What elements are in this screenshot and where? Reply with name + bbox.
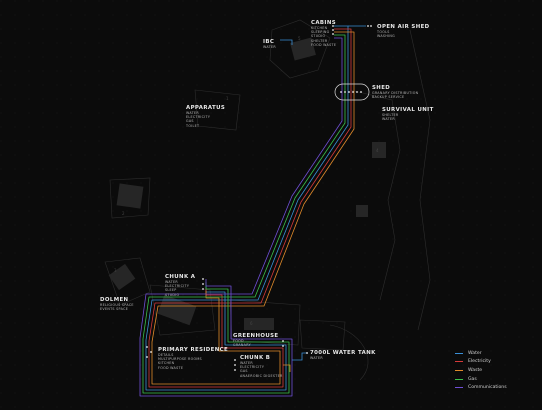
svg-text:2: 2 bbox=[122, 211, 125, 216]
svg-text:3: 3 bbox=[114, 268, 117, 273]
label-open-air-shed: OPEN AIR SHED TOOLS WASHING bbox=[377, 24, 430, 38]
open-air-shed-item: WASHING bbox=[377, 34, 395, 39]
waste-line bbox=[151, 31, 355, 385]
apparatus-item: ELECTRICITY bbox=[186, 115, 211, 120]
apparatus-title: APPARATUS bbox=[186, 105, 226, 111]
shed-title: SHED bbox=[372, 85, 391, 91]
chunk-a-item: STUDIO bbox=[165, 292, 180, 297]
chunk-a-item: WATER bbox=[165, 280, 178, 284]
legend-label: Waste bbox=[468, 367, 483, 373]
primary-residence-item: MULTIPURPOSE ROOMS bbox=[158, 357, 202, 362]
apparatus-item: WATER bbox=[186, 111, 199, 115]
cabins-item: SLEEPING bbox=[311, 30, 330, 35]
cabins-item: SHELTER bbox=[311, 38, 328, 43]
chunk-b-item: GAS bbox=[240, 369, 248, 374]
water-tank-title: 7000L WATER TANK bbox=[310, 350, 376, 356]
primary-residence-item: DETAILS bbox=[158, 353, 174, 357]
legend-label: Gas bbox=[468, 376, 477, 382]
legend-item-electricity: Electricity bbox=[455, 358, 507, 367]
svg-text:4: 4 bbox=[376, 148, 379, 153]
label-dolmen: DOLMEN RELIGIOUS SPACE EVENTS SPACE bbox=[100, 297, 134, 311]
chunk-a-item: SLEEP bbox=[165, 288, 177, 293]
cabins-item: KITCHEN bbox=[311, 26, 328, 30]
legend-swatch bbox=[455, 387, 463, 389]
legend-label: Electricity bbox=[468, 359, 491, 365]
zone-markers: 1 2 3 4 5 6 bbox=[114, 36, 379, 326]
dolmen-title: DOLMEN bbox=[100, 297, 129, 303]
svg-text:6: 6 bbox=[250, 321, 253, 326]
chunk-a-item: ELECTRICITY bbox=[165, 284, 190, 289]
label-chunk-a: CHUNK A WATER ELECTRICITY SLEEP STUDIO bbox=[165, 274, 195, 297]
dolmen-item: EVENTS SPACE bbox=[100, 307, 129, 312]
apparatus-item: GAS bbox=[186, 119, 194, 124]
open-air-shed-title: OPEN AIR SHED bbox=[377, 24, 430, 30]
chunk-b-item: ELECTRICITY bbox=[240, 365, 265, 370]
chunk-b-item: ANAEROBIC DIGESTER bbox=[240, 373, 283, 378]
legend-item-waste: Waste bbox=[455, 366, 507, 375]
site-buildings bbox=[108, 37, 386, 330]
legend-swatch bbox=[455, 369, 463, 371]
service-lines bbox=[139, 25, 355, 397]
shed-item: GRANARY DISTRIBUTION bbox=[372, 91, 419, 95]
open-air-shed-item: TOOLS bbox=[377, 30, 390, 34]
connection-points bbox=[146, 25, 372, 371]
legend-item-communications: Communications bbox=[455, 383, 507, 392]
svg-text:5: 5 bbox=[298, 36, 301, 41]
electricity-line bbox=[148, 28, 352, 388]
chunk-a-title: CHUNK A bbox=[165, 274, 196, 280]
label-apparatus: APPARATUS WATER ELECTRICITY GAS TOILET bbox=[186, 105, 225, 128]
greenhouse-title: GREENHOUSE bbox=[233, 333, 279, 339]
dolmen-item: RELIGIOUS SPACE bbox=[100, 303, 134, 307]
label-cabins: CABINS KITCHEN SLEEPING STUDIO SHELTER F… bbox=[311, 20, 336, 47]
survival-unit-item: WATER bbox=[382, 117, 395, 122]
greenhouse-item: FOOD bbox=[233, 339, 244, 343]
communications-line bbox=[139, 37, 343, 397]
shed-hub bbox=[334, 83, 370, 101]
service-branches bbox=[280, 25, 366, 372]
survival-unit-title: SURVIVAL UNIT bbox=[382, 107, 434, 113]
legend-item-gas: Gas bbox=[455, 375, 507, 384]
water-line bbox=[145, 25, 349, 391]
greenhouse-item: GRANARY bbox=[233, 343, 251, 348]
label-chunk-b: CHUNK B WATER ELECTRICITY GAS ANAEROBIC … bbox=[240, 355, 283, 378]
cabins-title: CABINS bbox=[311, 20, 337, 26]
ibc-title: IBC bbox=[263, 39, 275, 45]
label-ibc: IBC WATER bbox=[263, 39, 276, 49]
legend-swatch bbox=[455, 361, 463, 363]
label-shed: SHED GRANARY DISTRIBUTION BACKUP SERVICE bbox=[372, 85, 418, 99]
legend: Water Electricity Waste Gas Communicatio… bbox=[455, 349, 507, 392]
primary-residence-item: FOOD WASTE bbox=[158, 365, 184, 370]
primary-residence-title: PRIMARY RESIDENCE bbox=[158, 347, 229, 353]
apparatus-item: TOILET bbox=[186, 123, 200, 128]
label-greenhouse: GREENHOUSE FOOD GRANARY bbox=[233, 333, 279, 347]
chunk-b-item: WATER bbox=[240, 361, 253, 365]
legend-swatch bbox=[455, 352, 463, 354]
legend-item-water: Water bbox=[455, 349, 507, 358]
label-survival-unit: SURVIVAL UNIT SHELTER WATER bbox=[382, 107, 434, 121]
chunk-b-title: CHUNK B bbox=[240, 355, 271, 361]
legend-label: Water bbox=[468, 350, 482, 356]
legend-swatch bbox=[455, 378, 463, 380]
svg-text:1: 1 bbox=[226, 96, 229, 101]
primary-residence-item: KITCHEN bbox=[158, 361, 175, 366]
label-water-tank: 7000L WATER TANK WATER bbox=[310, 350, 376, 360]
cabins-item: FOOD WASTE bbox=[311, 42, 337, 47]
water-tank-item: WATER bbox=[310, 356, 323, 360]
shed-item: BACKUP SERVICE bbox=[372, 95, 405, 100]
cabins-item: STUDIO bbox=[311, 34, 326, 39]
legend-label: Communications bbox=[468, 385, 507, 391]
survival-unit-item: SHELTER bbox=[382, 113, 399, 117]
ibc-item: WATER bbox=[263, 45, 276, 49]
label-primary-residence: PRIMARY RESIDENCE DETAILS MULTIPURPOSE R… bbox=[158, 347, 228, 370]
gas-line bbox=[142, 34, 346, 394]
